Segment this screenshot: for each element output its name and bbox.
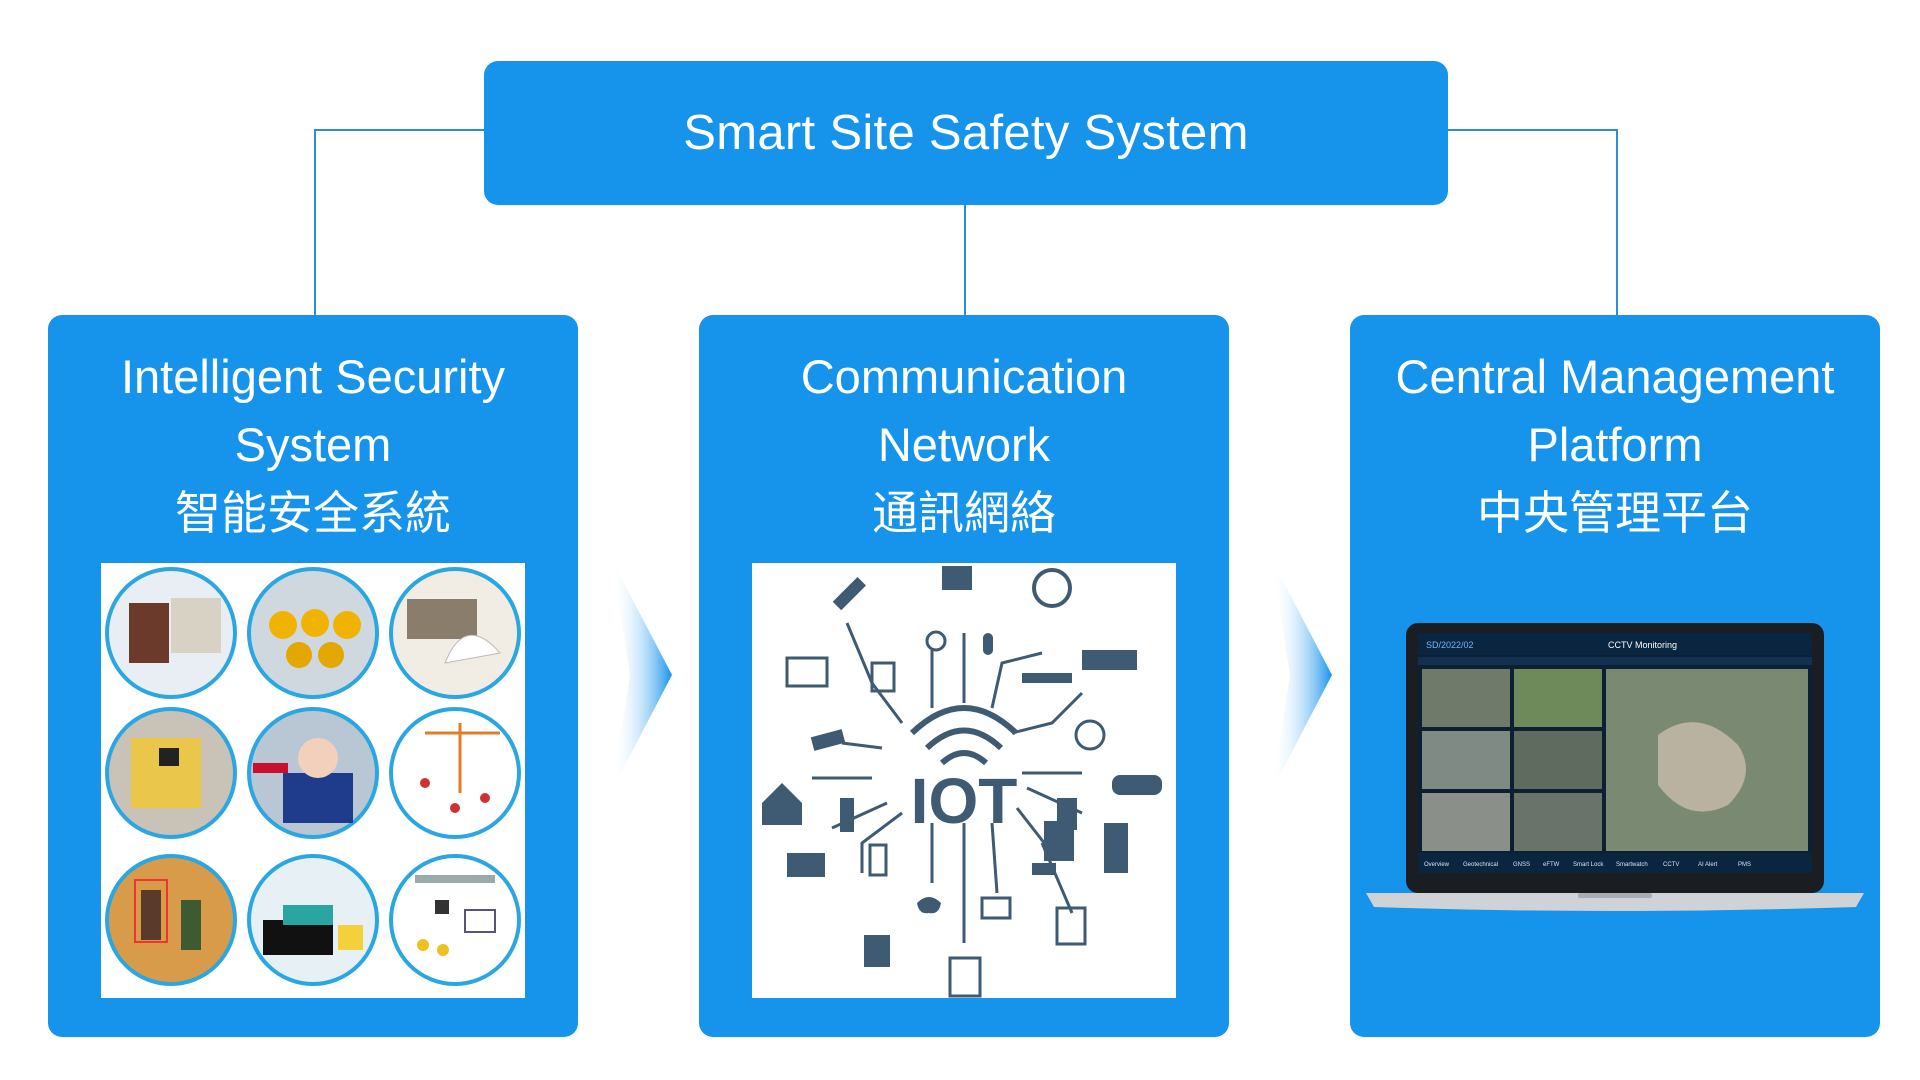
microwave-icon <box>980 896 1012 920</box>
ac-unit-icon <box>1082 650 1137 670</box>
nav-item: Geotechnical <box>1463 862 1498 868</box>
tv-icon <box>787 853 825 877</box>
photo-circle <box>389 854 521 986</box>
panel-title-line2: Platform <box>1527 418 1703 471</box>
oven-icon <box>1055 906 1087 946</box>
speaker-icon <box>1032 863 1056 875</box>
home-icon <box>762 783 802 825</box>
car-icon <box>1112 775 1162 795</box>
photo-circle <box>247 854 379 986</box>
dashboard-id: SD/2022/02 <box>1426 640 1474 650</box>
dashboard-nav <box>1418 853 1812 873</box>
iot-network-graphic: IOT <box>752 563 1176 998</box>
phone-icon <box>868 843 888 877</box>
nav-item: CCTV <box>1663 862 1679 868</box>
wifi-icon <box>909 705 1019 766</box>
globe-icon <box>1074 719 1106 751</box>
system-title: Smart Site Safety System <box>683 106 1249 160</box>
mixer-icon <box>864 935 890 967</box>
cctv-camera-icon <box>810 729 846 751</box>
vr-icon <box>1032 568 1072 608</box>
nav-item: PMS <box>1738 862 1751 868</box>
nav-item: AI Alert <box>1698 862 1718 868</box>
router-icon <box>942 566 972 590</box>
photo-circle <box>247 707 379 839</box>
flow-arrow-icon <box>1272 560 1332 790</box>
nav-item: eFTW <box>1543 862 1560 868</box>
panel-title-cn: 中央管理平台 <box>1477 486 1753 540</box>
panel-title-line1: Central Management <box>1395 350 1835 403</box>
dashboard-title: CCTV Monitoring <box>1608 640 1677 650</box>
photo-circle <box>389 707 521 839</box>
cctv-feed-grid <box>1422 669 1808 851</box>
laptop-base <box>1366 893 1864 911</box>
laptop-cctv-dashboard: SD/2022/02 CCTV Monitoring Overview Geot… <box>1366 623 1864 911</box>
panel-title-line1: Intelligent Security <box>120 350 506 403</box>
panel-title-line1: Communication <box>800 350 1128 403</box>
satellite-icon <box>832 577 866 611</box>
gamepad-icon <box>917 897 941 914</box>
connector-right <box>1448 129 1618 315</box>
mic-icon <box>983 633 993 655</box>
blender-icon <box>840 798 854 832</box>
connector-left <box>314 129 484 315</box>
chip-icon <box>870 661 896 693</box>
device-icons <box>762 566 1162 998</box>
iot-label: IOT <box>911 765 1018 837</box>
nav-item: Smart Lock <box>1573 862 1604 868</box>
system-title-box: Smart Site Safety System <box>484 61 1448 205</box>
photo-circle <box>247 567 379 699</box>
panel-intelligent-security: Intelligent Security System 智能安全系統 <box>48 315 578 1037</box>
nav-item: Smartwatch <box>1616 862 1648 868</box>
safety-collage-graphic <box>105 567 521 986</box>
router-antenna-icon <box>1022 673 1072 683</box>
safety-photo-collage <box>101 563 525 998</box>
washing-machine-icon <box>948 956 982 998</box>
panel-title-line2: Network <box>877 418 1051 471</box>
panel-communication-network: Communication Network 通訊網絡 IOT <box>699 315 1229 1037</box>
laptop-icon <box>785 656 829 688</box>
panel-title-line2: System <box>234 418 392 471</box>
panel-title-cn: 通訊網絡 <box>872 486 1056 540</box>
photo-circle <box>105 707 237 839</box>
photo-circle <box>105 854 237 986</box>
photo-circle <box>105 567 237 699</box>
nav-item: Overview <box>1424 862 1450 868</box>
bulb-icon <box>925 630 947 652</box>
refrigerator-icon <box>1104 823 1128 873</box>
panel-title-cn: 智能安全系統 <box>175 486 451 540</box>
nav-item: GNSS <box>1513 862 1530 868</box>
fridge-icon <box>1044 821 1074 861</box>
flow-arrow-icon <box>612 560 672 790</box>
photo-circle <box>389 567 521 699</box>
panel-central-management: Central Management Platform 中央管理平台 SD/20… <box>1350 315 1880 1037</box>
